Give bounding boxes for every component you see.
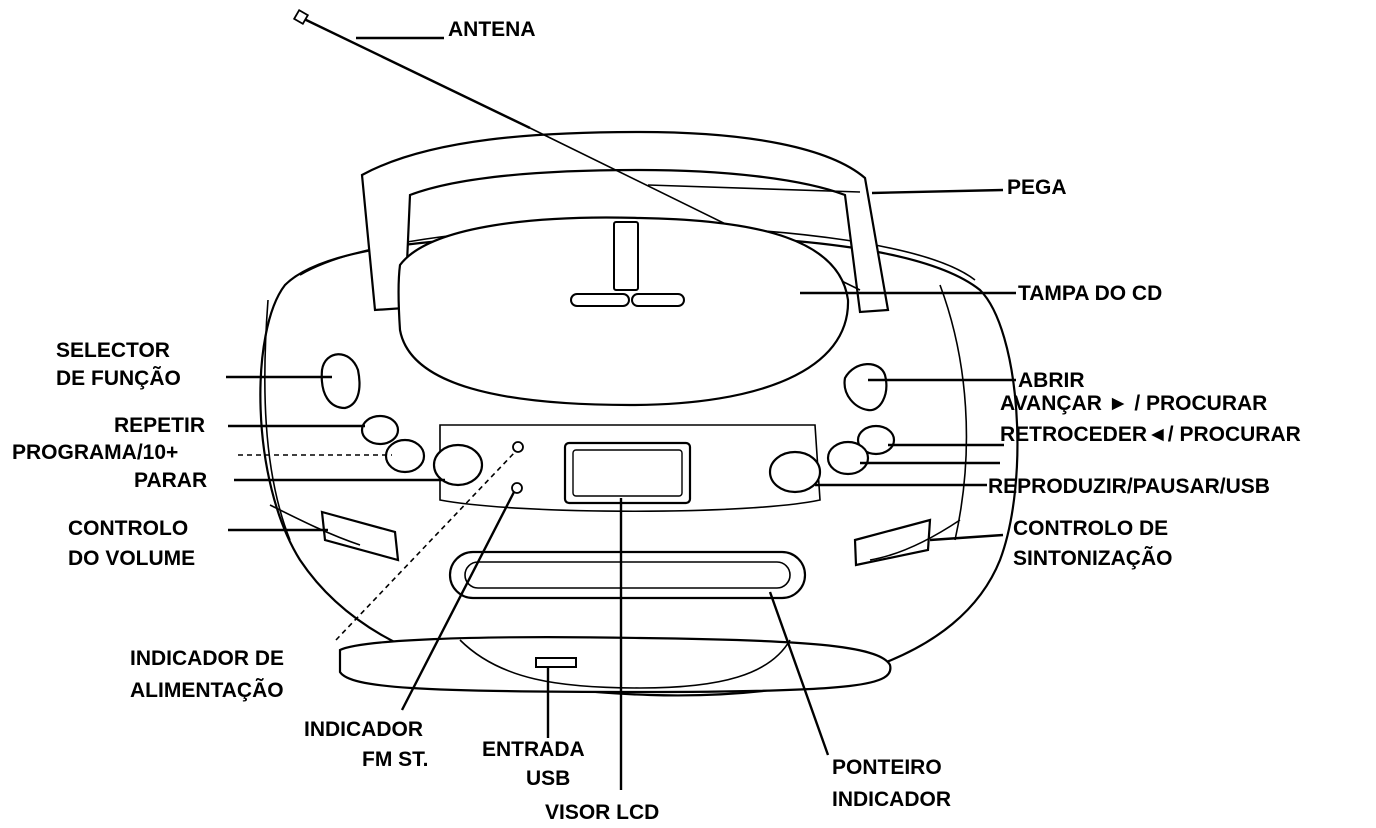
- bottom-arc: [459, 639, 791, 689]
- play-pause-button: [768, 450, 822, 494]
- bottom-grill: [338, 636, 892, 694]
- usb-port: [535, 657, 577, 668]
- leader-sintonizacao: [929, 533, 1004, 542]
- label-selector-2: DE FUNÇÃO: [56, 367, 181, 390]
- label-pega: PEGA: [1007, 176, 1067, 199]
- leader-alimentacao: [335, 451, 516, 641]
- label-tampa-cd: TAMPA DO CD: [1018, 282, 1162, 305]
- function-selector: [320, 353, 361, 410]
- cd-lid-tab-left: [570, 293, 630, 307]
- label-volume-1: CONTROLO: [68, 517, 188, 540]
- body-lower-right: [869, 519, 961, 561]
- label-sintonizacao-1: CONTROLO DE: [1013, 517, 1168, 540]
- dial-window: [448, 550, 807, 600]
- body-lower-left: [269, 504, 361, 546]
- tuning-wheel: [853, 518, 932, 567]
- label-alimentacao-2: ALIMENTAÇÃO: [130, 679, 284, 702]
- label-reproduzir: REPRODUZIR/PAUSAR/USB: [988, 475, 1270, 498]
- lcd-display: [563, 441, 692, 505]
- control-panel: [439, 424, 821, 513]
- label-fm-1: INDICADOR: [304, 718, 423, 741]
- leader-fm: [400, 491, 516, 711]
- leader-lines: [226, 36, 1016, 790]
- labels: ANTENA PEGA TAMPA DO CD SELECTOR DE FUNÇ…: [12, 18, 1301, 824]
- label-alimentacao-1: INDICADOR DE: [130, 647, 284, 670]
- label-fm-2: FM ST.: [362, 748, 429, 771]
- leader-pega: [871, 188, 1004, 195]
- antenna-rod: [301, 16, 531, 130]
- cd-lid-tab-right: [631, 293, 685, 307]
- label-repetir: REPETIR: [114, 414, 205, 437]
- label-parar: PARAR: [134, 469, 207, 492]
- label-programa: PROGRAMA/10+: [12, 441, 178, 464]
- forward-button: [856, 424, 896, 456]
- body-inner-right: [939, 284, 968, 541]
- label-sintonizacao-2: SINTONIZAÇÃO: [1013, 547, 1172, 570]
- label-usb-1: ENTRADA: [482, 738, 585, 761]
- label-abrir: ABRIR: [1018, 369, 1085, 392]
- body-inner-left: [264, 299, 291, 541]
- label-ponteiro-2: INDICADOR: [832, 788, 951, 811]
- cd-lid-slot: [613, 221, 639, 291]
- open-latch: [843, 363, 888, 412]
- label-usb-2: USB: [526, 767, 570, 790]
- leader-ponteiro: [768, 591, 830, 756]
- fm-st-indicator-led: [511, 482, 523, 494]
- rewind-button: [826, 440, 870, 476]
- label-avancar: AVANÇAR ► / PROCURAR: [1000, 392, 1267, 415]
- handle-line: [647, 184, 861, 193]
- label-visor: VISOR LCD: [545, 801, 659, 824]
- dial-window-inner: [464, 561, 791, 589]
- lcd-display-inner: [572, 449, 683, 497]
- cd-lid-shape: [397, 216, 850, 407]
- label-ponteiro-1: PONTEIRO: [832, 756, 942, 779]
- label-retroceder: RETROCEDER◄/ PROCURAR: [1000, 423, 1301, 446]
- handle: [360, 130, 890, 314]
- label-volume-2: DO VOLUME: [68, 547, 195, 570]
- antenna-tip: [292, 8, 310, 26]
- program-button: [384, 438, 426, 474]
- label-selector-1: SELECTOR: [56, 339, 170, 362]
- power-indicator-led: [512, 441, 524, 453]
- repeat-button: [360, 414, 400, 446]
- boombox-drawing: [259, 8, 1019, 697]
- stop-button: [432, 443, 484, 487]
- label-antena: ANTENA: [448, 18, 536, 41]
